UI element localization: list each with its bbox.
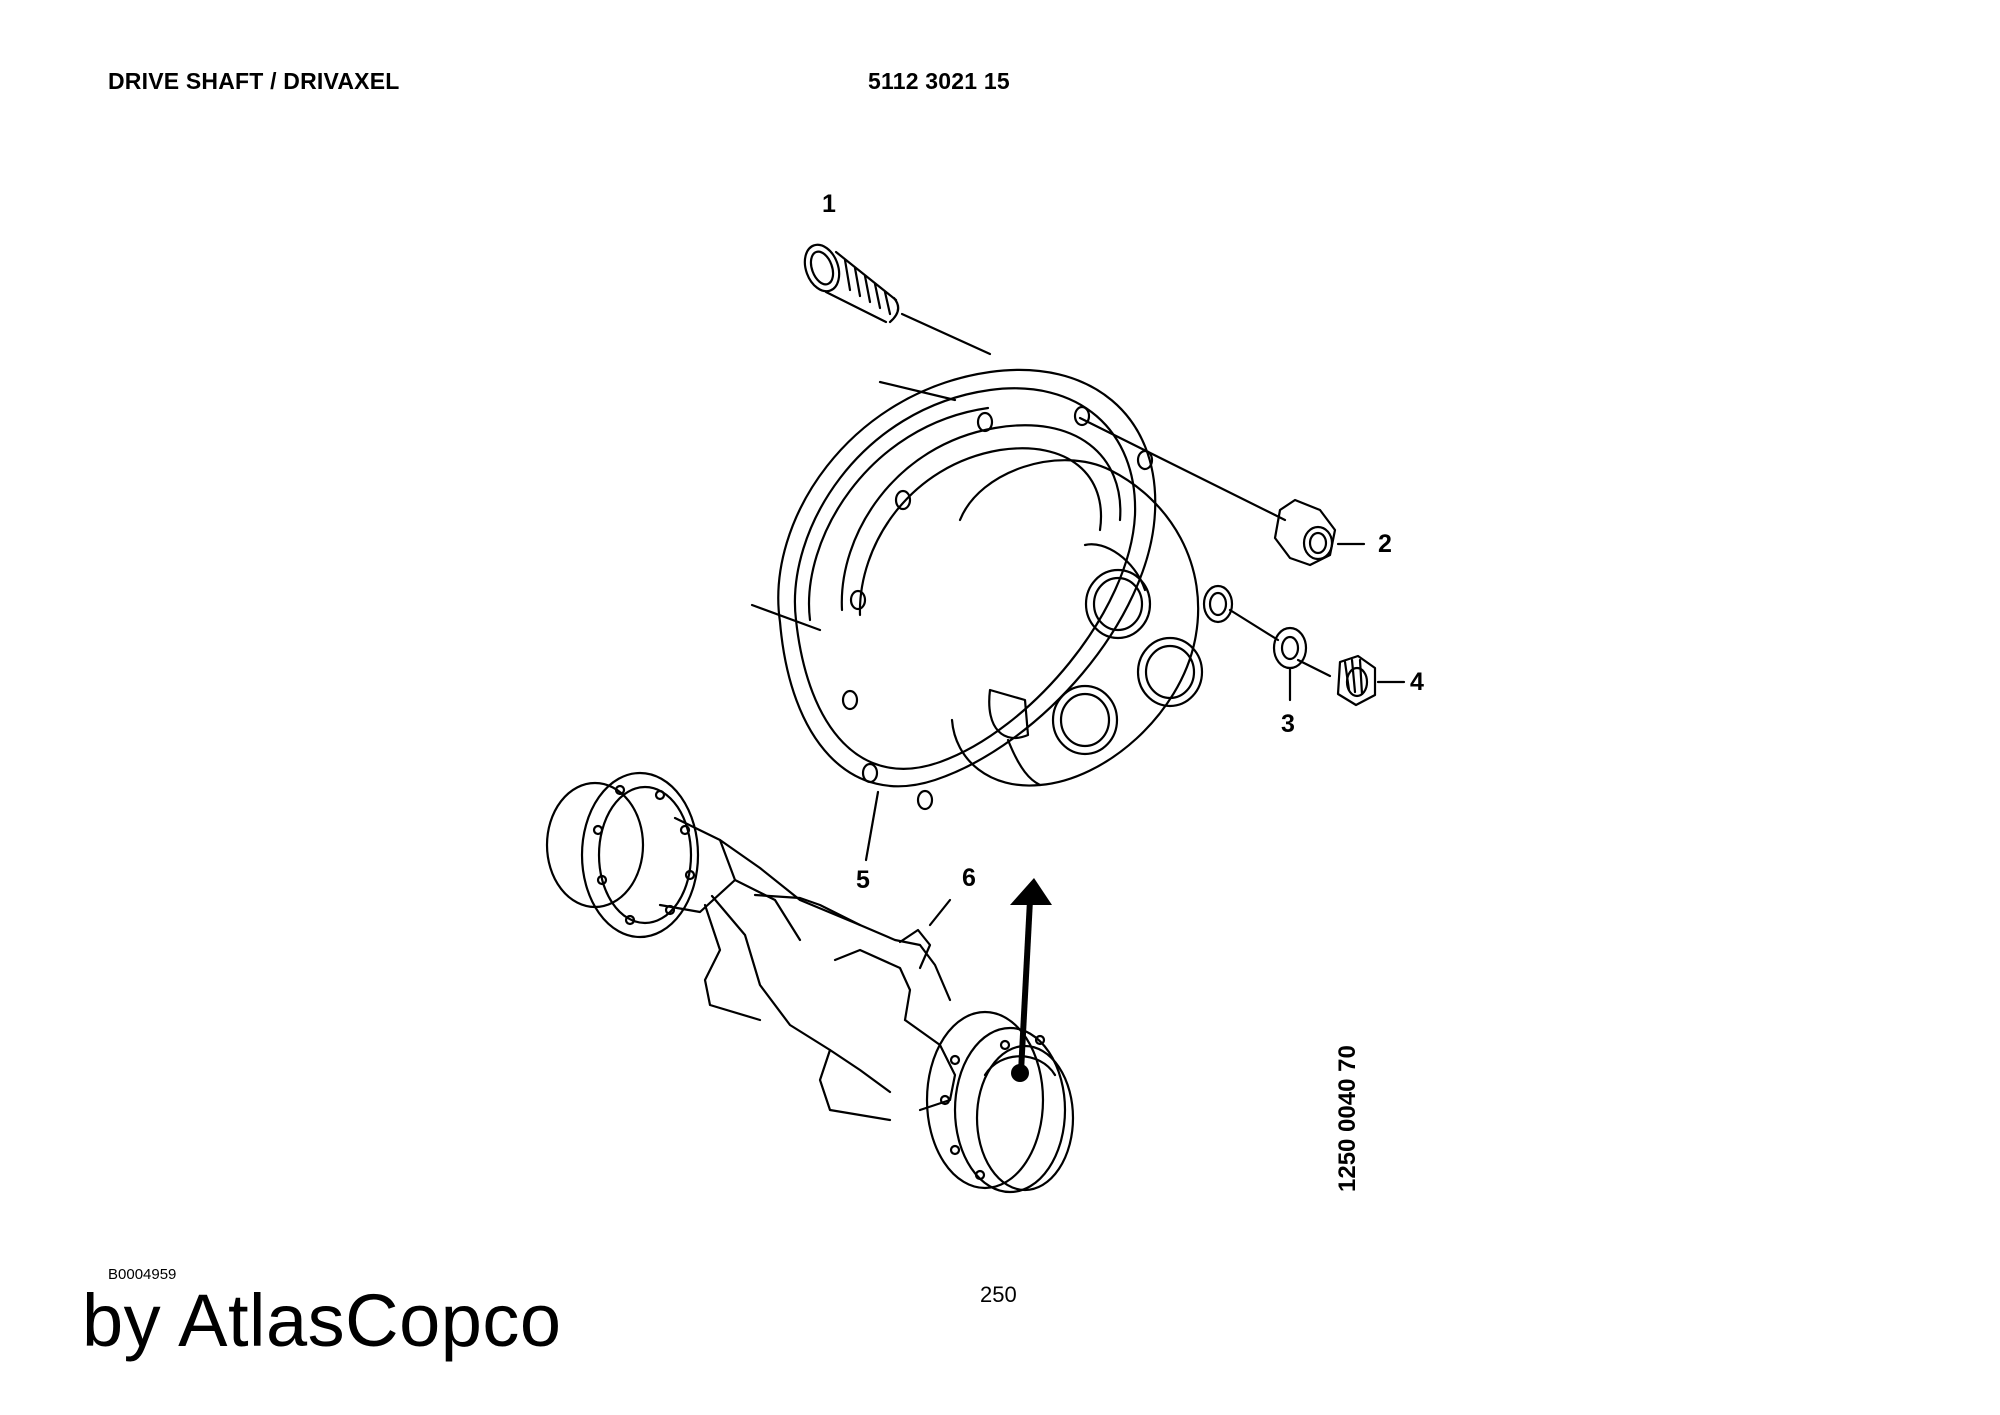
brand-logo: by AtlasCopco	[82, 1279, 562, 1362]
callout-5: 5	[856, 866, 870, 894]
drawing-number: 1250 0040 70	[1334, 1045, 1361, 1192]
hub-assembly	[750, 368, 1332, 811]
axle-overview	[545, 771, 1075, 1194]
part-number: 5112 3021 15	[868, 68, 1010, 94]
location-arrow	[1010, 878, 1052, 1082]
document-id: B0004959	[108, 1266, 177, 1283]
callout-3: 3	[1281, 710, 1295, 738]
drain-plug	[1336, 654, 1406, 707]
page-number: 250	[980, 1282, 1017, 1307]
callout-6: 6	[962, 864, 976, 892]
page-title: DRIVE SHAFT / DRIVAXEL	[108, 68, 400, 94]
callout-2: 2	[1378, 530, 1392, 558]
sealing-washer	[1272, 626, 1308, 702]
wheel-stud	[803, 243, 992, 356]
wheel-nut	[1273, 498, 1366, 567]
callout-1: 1	[822, 190, 836, 218]
callout-4: 4	[1410, 668, 1424, 696]
